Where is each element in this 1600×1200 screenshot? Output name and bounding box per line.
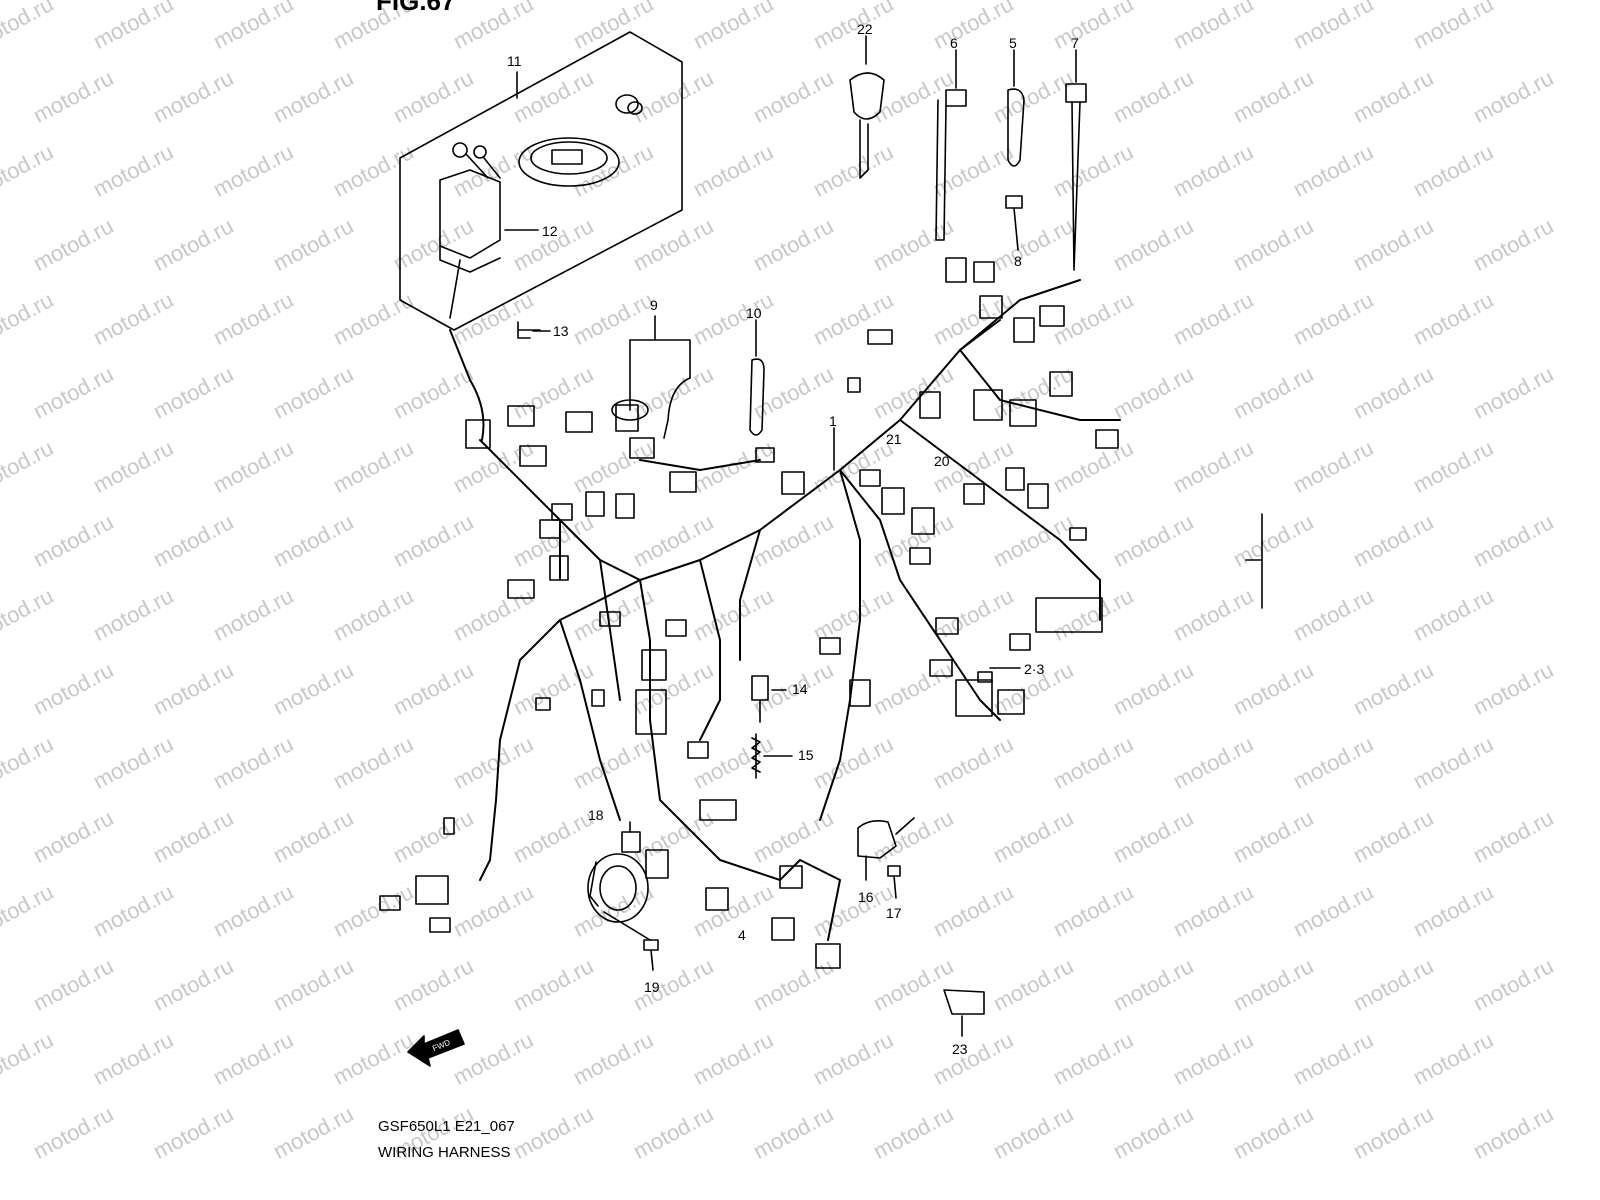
callout-12: 12 bbox=[542, 223, 558, 239]
clamp-10-icon bbox=[749, 319, 765, 436]
callout-22: 22 bbox=[857, 21, 873, 37]
figure-name: WIRING HARNESS bbox=[378, 1144, 511, 1161]
clamp-5-icon bbox=[1007, 49, 1025, 167]
ignition-switch-icon bbox=[439, 142, 501, 319]
callout-7: 7 bbox=[1071, 35, 1079, 51]
callout-6: 6 bbox=[950, 35, 958, 51]
callout-5: 5 bbox=[1009, 35, 1017, 51]
callout-21: 21 bbox=[886, 431, 902, 447]
callout-20: 20 bbox=[934, 453, 950, 469]
callout-9: 9 bbox=[650, 297, 658, 313]
callout-8: 8 bbox=[1014, 253, 1022, 269]
callout-2-3: 2·3 bbox=[1024, 661, 1044, 677]
horn-18-icon bbox=[587, 821, 649, 923]
harness-connectors bbox=[379, 257, 1119, 969]
callout-17: 17 bbox=[886, 905, 902, 921]
side-stand-switch-16-icon bbox=[857, 817, 915, 881]
seat-lock-cylinder-icon bbox=[615, 94, 643, 115]
callout-18: 18 bbox=[588, 807, 604, 823]
screw-8-icon bbox=[1005, 195, 1023, 251]
ignition-switch-set-panel bbox=[399, 31, 683, 331]
callout-19: 19 bbox=[644, 979, 660, 995]
key-blank-icon bbox=[849, 35, 885, 179]
fwd-arrow-icon bbox=[407, 1029, 465, 1067]
callout-11: 11 bbox=[507, 53, 522, 69]
figure-code: GSF650L1 E21_067 bbox=[378, 1118, 515, 1135]
callout-4: 4 bbox=[738, 927, 746, 943]
pad-23-icon bbox=[943, 989, 985, 1037]
spring-15-icon bbox=[751, 733, 793, 779]
callout-10: 10 bbox=[746, 305, 762, 321]
sensor-14-icon bbox=[751, 675, 787, 723]
cable-tie-6-icon bbox=[935, 49, 967, 241]
callout-15: 15 bbox=[798, 747, 814, 763]
bolt-19-icon bbox=[603, 911, 659, 971]
figure-title-fragment: FIG.67 bbox=[376, 0, 456, 16]
main-wiring-harness bbox=[449, 279, 1121, 941]
callout-16: 16 bbox=[858, 889, 874, 905]
fuel-cap-lock-icon bbox=[518, 137, 620, 187]
callout-23: 23 bbox=[952, 1041, 968, 1057]
callout-labels: 11 12 13 9 10 1 22 6 5 7 8 21 20 2·3 14 … bbox=[431, 21, 1079, 1057]
screw-13-icon bbox=[517, 321, 541, 339]
cable-tie-7-icon bbox=[1065, 49, 1087, 271]
callout-14: 14 bbox=[792, 681, 808, 697]
callout-13: 13 bbox=[553, 323, 569, 339]
ground-lead-9 bbox=[611, 315, 691, 439]
bolt-17-icon bbox=[887, 865, 901, 899]
callout-1: 1 bbox=[829, 413, 837, 429]
